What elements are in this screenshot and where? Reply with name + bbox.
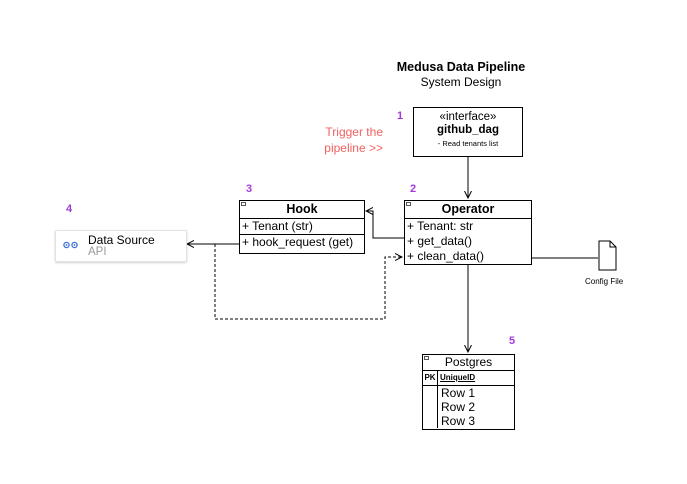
table-row: Row 3: [441, 414, 476, 428]
class-hook-name: Hook: [286, 202, 318, 216]
class-hook[interactable]: Hook + Tenant (str) + hook_request (get): [239, 200, 365, 254]
interface-name: github_dag: [437, 124, 499, 136]
table-icon: [424, 356, 429, 360]
step-number-5: 5: [509, 335, 516, 347]
operator-method: + clean_data(): [407, 249, 485, 263]
class-icon: [241, 202, 246, 206]
class-operator-name: Operator: [441, 202, 495, 216]
data-source-node[interactable]: Data Source API: [55, 230, 187, 262]
table-postgres[interactable]: Postgres PK UniqueID Row 1 Row 2 Row 3: [422, 354, 515, 430]
interface-stereotype: «interface»: [439, 111, 497, 123]
api-icon: [63, 241, 78, 249]
diagram-title: Medusa Data Pipeline: [396, 60, 526, 74]
connector-dashed-loop: [214, 244, 402, 320]
table-row: Row 2: [441, 400, 476, 414]
document-icon: [598, 240, 617, 271]
pk-label: PK: [423, 371, 438, 385]
hook-method: + hook_request (get): [242, 235, 354, 249]
interface-note: - Read tenants list: [437, 139, 499, 148]
data-source-subtitle: API: [88, 246, 107, 258]
connector-operator-hook: [366, 211, 405, 239]
class-icon: [406, 202, 411, 206]
step-number-1: 1: [397, 110, 404, 122]
table-postgres-name: Postgres: [444, 355, 493, 369]
config-file-label: Config File: [585, 277, 624, 286]
operator-method: + get_data(): [407, 234, 473, 248]
interface-github-dag[interactable]: «interface» github_dag - Read tenants li…: [413, 107, 523, 157]
operator-attribute: + Tenant: str: [407, 219, 474, 233]
class-operator[interactable]: Operator + Tenant: str + get_data() + cl…: [404, 200, 532, 265]
trigger-label: Trigger the pipeline >>: [324, 125, 383, 155]
pk-field: UniqueID: [440, 373, 476, 382]
hook-attribute: + Tenant (str): [242, 219, 313, 233]
data-source-title: Data Source: [88, 233, 155, 247]
diagram-subtitle: System Design: [420, 75, 502, 89]
step-number-3: 3: [246, 183, 253, 195]
table-row: Row 1: [441, 386, 476, 400]
step-number-4: 4: [66, 203, 73, 215]
step-number-2: 2: [410, 183, 417, 195]
